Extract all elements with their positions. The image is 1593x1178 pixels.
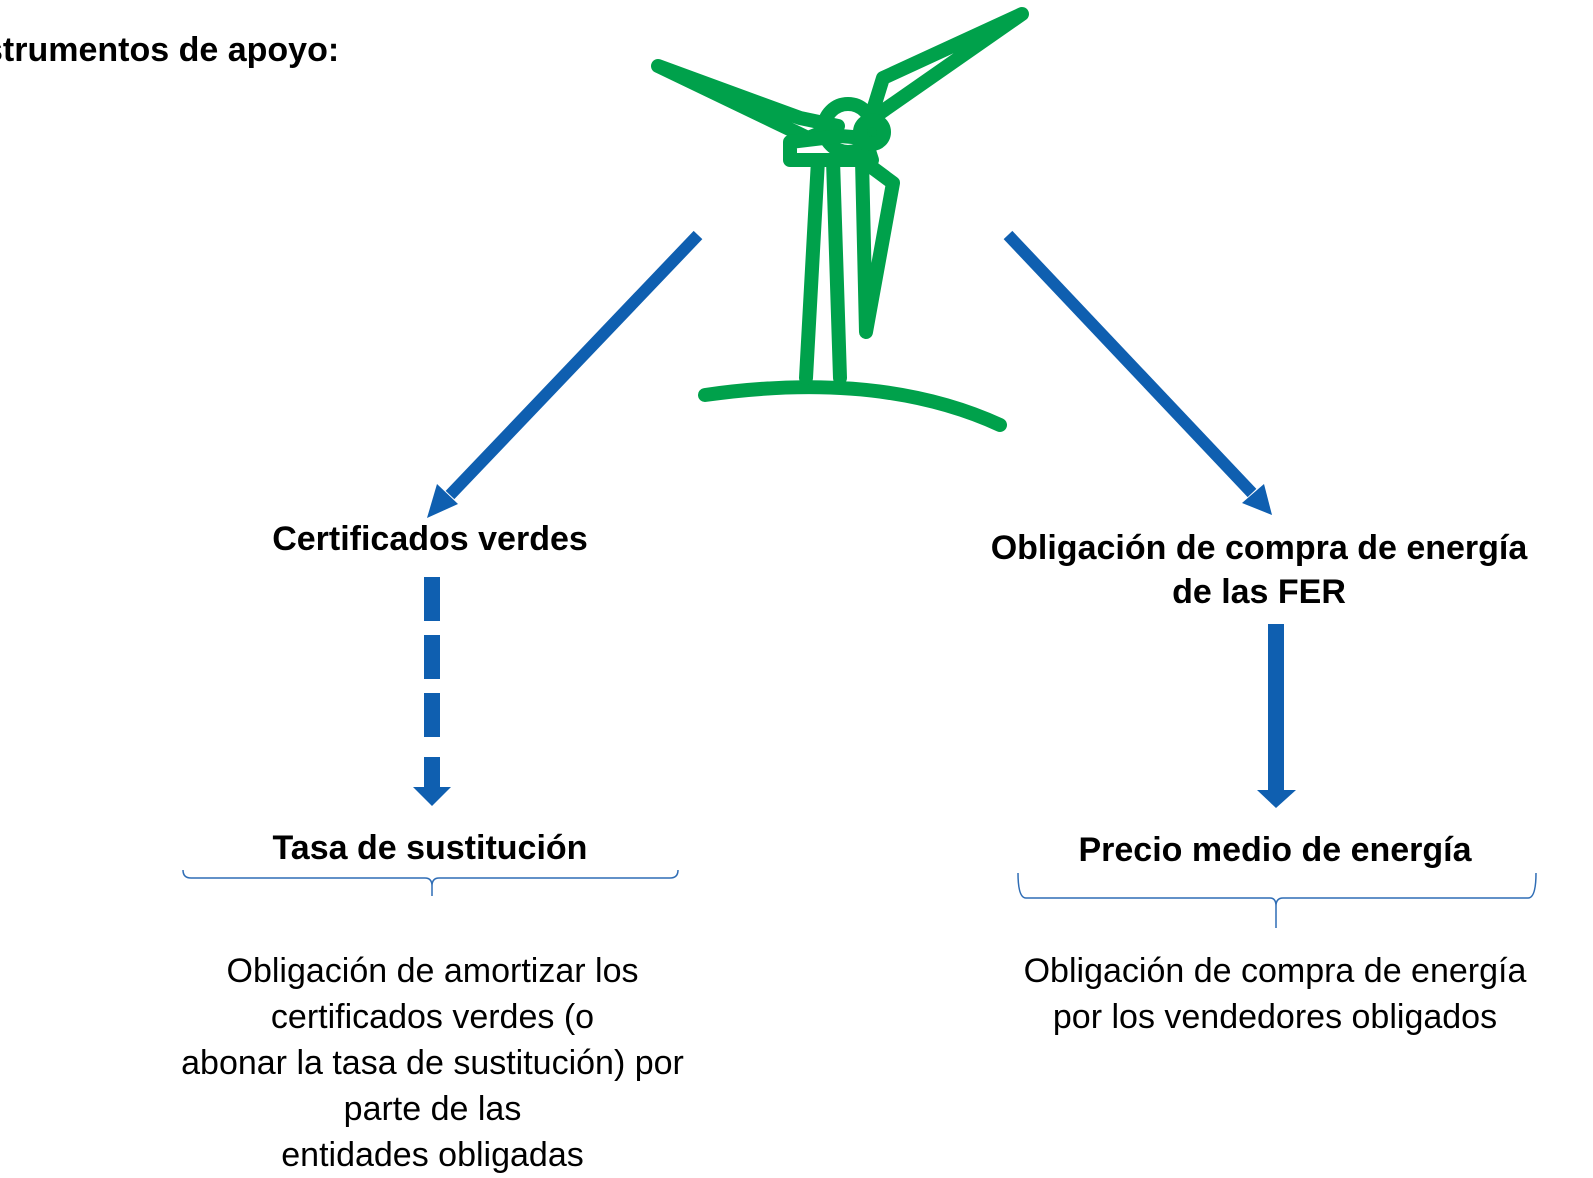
brace-right [1017,872,1537,928]
arrow-right-diagonal [1003,230,1272,515]
node-obligacion-line-1: Obligación de compra de energía [990,529,1528,567]
brace-left [182,869,679,896]
node-obligacion-compra: Obligación de compra de energía de las F… [955,526,1563,614]
description-right-line-1: Obligación de compra de energía [1023,952,1527,990]
description-left-line-2: abonar la tasa de sustitución) por parte… [181,1044,684,1128]
wind-turbine-icon [651,7,1029,432]
description-left-line-1: Obligación de amortizar los certificados… [226,952,639,1036]
node-tasa-sustitucion: Tasa de sustitución [272,829,588,867]
diagram-canvas [182,7,1537,928]
arrow-right-solid [1257,624,1296,808]
description-left-line-3: entidades obligadas [281,1136,584,1174]
node-certificados-verdes: Certificados verdes [272,520,588,558]
node-obligacion-line-2: de las FER [1172,573,1346,611]
arrow-left-dashed [413,577,451,806]
description-left: Obligación de amortizar los certificados… [150,948,715,1178]
arrow-left-diagonal [427,230,703,518]
node-precio-medio: Precio medio de energía [1078,831,1472,869]
description-right: Obligación de compra de energía por los … [985,948,1565,1040]
page-title: strumentos de apoyo: [0,31,340,69]
description-right-line-2: por los vendedores obligados [1052,998,1498,1036]
